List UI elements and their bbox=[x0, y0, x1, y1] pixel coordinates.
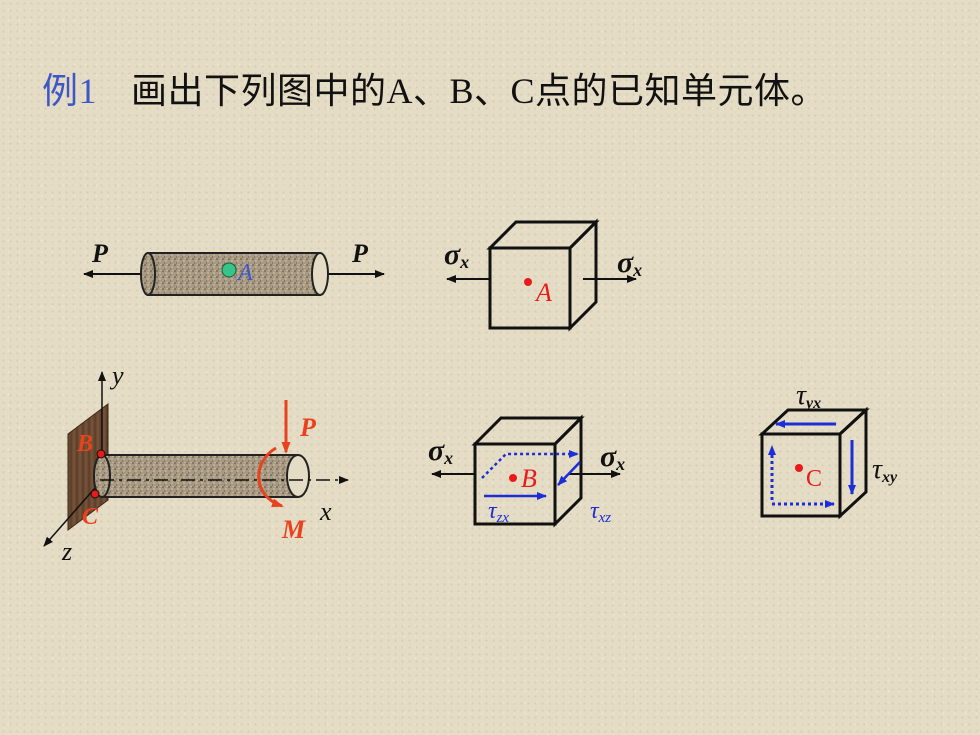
element-cube-a: σx σx A bbox=[444, 218, 642, 332]
cube-c-front bbox=[760, 432, 842, 518]
point-b-label: B bbox=[76, 431, 93, 457]
cube-b-top bbox=[471, 416, 585, 446]
y-axis-label: y bbox=[109, 361, 124, 390]
force-label-right: P bbox=[351, 239, 369, 268]
cube-a-point-label: A bbox=[534, 278, 552, 307]
shear-side-arrow bbox=[557, 461, 581, 486]
point-c-marker bbox=[90, 489, 100, 499]
sigma-label-right: σx bbox=[617, 246, 642, 280]
sigma-label-left: σx bbox=[444, 238, 469, 272]
problem-statement: 画出下列图中的A、B、C点的已知单元体。 bbox=[131, 71, 828, 111]
cube-b-side bbox=[553, 414, 583, 528]
moment-arc bbox=[257, 446, 284, 508]
force-p-label: P bbox=[299, 413, 317, 442]
beam-body bbox=[101, 454, 299, 498]
cube-a-top bbox=[486, 220, 600, 250]
bar-left-end bbox=[140, 252, 156, 296]
cube-b-front bbox=[473, 442, 557, 526]
point-a-label: A bbox=[236, 260, 253, 286]
cube-b-sigma-right: σx bbox=[600, 440, 625, 474]
tau-yx-label: τyx bbox=[796, 380, 821, 412]
example-number: 例1 bbox=[42, 71, 98, 111]
tau-xy-label: τxy bbox=[872, 454, 898, 486]
tau-xz-label: τxz bbox=[590, 498, 611, 526]
point-c-label: C bbox=[82, 504, 99, 530]
tension-bar-figure: P P A bbox=[83, 239, 385, 296]
beam-free-end bbox=[286, 454, 310, 498]
cube-b-point bbox=[509, 474, 517, 482]
moment-label: M bbox=[281, 515, 306, 544]
bar-right-end bbox=[311, 252, 329, 296]
cantilever-figure: y z x B C P M bbox=[43, 361, 349, 566]
cube-c-top bbox=[758, 408, 870, 436]
point-b-marker bbox=[96, 449, 106, 459]
force-label-left: P bbox=[91, 239, 109, 268]
cube-a-point bbox=[524, 278, 532, 286]
cube-a-side bbox=[568, 218, 598, 332]
point-a-marker bbox=[221, 262, 237, 278]
cube-c-point bbox=[795, 464, 803, 472]
cube-c-point-label: C bbox=[806, 466, 822, 492]
page-title: 例1 画出下列图中的A、B、C点的已知单元体。 bbox=[42, 62, 827, 114]
cube-b-sigma-left: σx bbox=[428, 434, 453, 468]
x-axis-label: x bbox=[319, 497, 332, 526]
tau-zx-label: τzx bbox=[488, 498, 509, 526]
element-cube-c: C τyx τxy bbox=[758, 380, 898, 520]
cube-b-point-label: B bbox=[521, 464, 537, 493]
wall bbox=[67, 403, 109, 531]
element-cube-b: σx σx B τzx τxz bbox=[428, 414, 625, 528]
cube-a-front bbox=[488, 246, 572, 330]
z-axis-label: z bbox=[61, 537, 72, 566]
